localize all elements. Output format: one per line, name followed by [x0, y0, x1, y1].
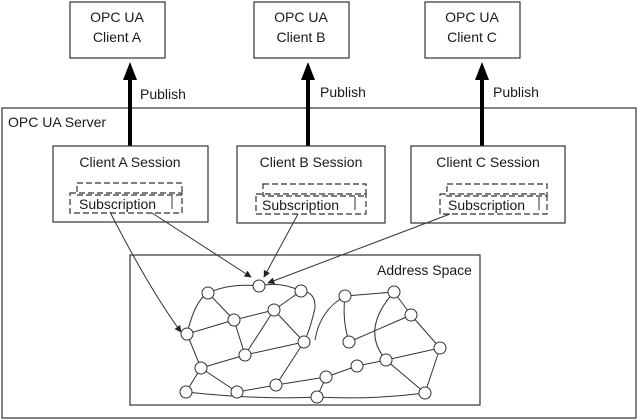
graph-node — [297, 335, 311, 349]
server-label: OPC UA Server — [8, 114, 106, 130]
graph-node — [180, 327, 194, 341]
session-a: Client A Session Subscription — [52, 145, 209, 223]
client-a-line1: OPC UA — [90, 9, 144, 25]
client-a-line2: Client A — [93, 29, 142, 45]
graph-node — [269, 378, 283, 392]
graph-node — [252, 279, 266, 293]
graph-node — [294, 284, 308, 298]
address-space-nodes — [179, 279, 447, 404]
graph-node — [379, 353, 393, 367]
client-c-line1: OPC UA — [445, 9, 499, 25]
publish-label-a: Publish — [140, 86, 186, 102]
subscription-c-label: Subscription — [448, 197, 525, 213]
client-b-line2: Client B — [276, 29, 325, 45]
publish-arrow-a — [123, 62, 137, 146]
graph-node — [227, 313, 241, 327]
arrow-sub-a-top — [151, 212, 252, 278]
graph-node — [404, 308, 418, 322]
graph-node — [342, 335, 356, 349]
graph-node — [387, 285, 401, 299]
graph-node — [418, 386, 432, 400]
publish-label-c: Publish — [493, 84, 539, 100]
publish-label-b: Publish — [320, 84, 366, 100]
session-c-label: Client C Session — [436, 154, 540, 170]
arrow-sub-c-top — [267, 213, 451, 285]
graph-node — [230, 385, 244, 399]
subscription-a-label: Subscription — [79, 196, 156, 212]
graph-node — [267, 303, 281, 317]
graph-node — [433, 341, 447, 355]
client-c-line2: Client C — [447, 29, 497, 45]
graph-node — [201, 286, 215, 300]
graph-node — [319, 370, 333, 384]
publish-arrow-c — [475, 62, 489, 146]
session-b-label: Client B Session — [260, 154, 363, 170]
client-a-box: OPC UA Client A — [69, 1, 166, 59]
session-a-label: Client A Session — [79, 154, 180, 170]
client-b-box: OPC UA Client B — [253, 1, 350, 59]
session-c: Client C Session Subscription — [410, 145, 566, 224]
client-b-line1: OPC UA — [274, 9, 328, 25]
subscription-b-label: Subscription — [262, 197, 339, 213]
address-space-label: Address Space — [377, 262, 472, 278]
graph-node — [310, 390, 324, 404]
publish-arrow-b — [301, 62, 315, 146]
arrow-sub-b-top — [263, 213, 299, 278]
session-b: Client B Session Subscription — [236, 145, 386, 224]
graph-node — [194, 361, 208, 375]
graph-node — [350, 359, 364, 373]
graph-node — [179, 385, 193, 399]
arrow-sub-a-node — [109, 211, 182, 333]
client-c-box: OPC UA Client C — [424, 1, 521, 59]
graph-node — [238, 348, 252, 362]
graph-node — [338, 289, 352, 303]
